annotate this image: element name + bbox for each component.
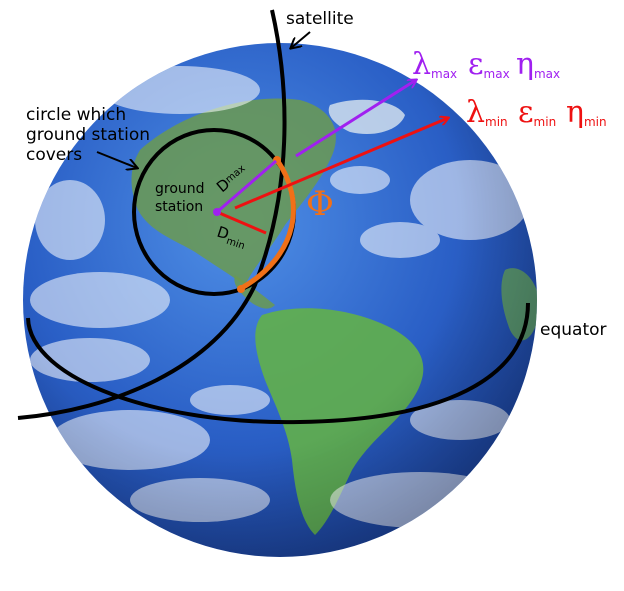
eta-min: ηmin: [566, 95, 607, 130]
min-arrow: [234, 118, 448, 210]
max-parameters: λmax εmax ηmax: [412, 47, 560, 82]
epsilon-max: εmax: [468, 47, 510, 82]
lambda-min: λmin: [466, 95, 508, 130]
arc-end-bottom: [237, 285, 245, 293]
coverage-label-line3: covers: [26, 145, 82, 165]
epsilon-min: εmin: [518, 95, 556, 130]
satellite-label: satellite: [286, 9, 354, 29]
d-min-line: [216, 210, 267, 235]
equator-label: equator: [540, 320, 607, 340]
max-arrow: [295, 80, 416, 158]
coverage-label-line1: circle which: [26, 105, 126, 125]
lambda-max: λmax: [412, 47, 457, 82]
d-max-line: [216, 159, 277, 214]
ground-station-label-line1: ground: [155, 181, 205, 197]
phi-arc: [237, 157, 296, 292]
eta-max: ηmax: [516, 47, 560, 82]
phi-label: Φ: [306, 184, 334, 224]
ground-station-dot: [213, 208, 221, 216]
equator-line: [26, 302, 530, 425]
min-parameters: λmin εmin ηmin: [466, 95, 607, 130]
coverage-label-line2: ground station: [26, 125, 150, 145]
earth-globe: [23, 43, 537, 557]
coverage-pointer-arrow: [96, 151, 137, 168]
satellite-orbit: [17, 9, 287, 420]
ground-station-label-line2: station: [155, 199, 203, 215]
satellite-pointer-arrow: [291, 31, 311, 48]
